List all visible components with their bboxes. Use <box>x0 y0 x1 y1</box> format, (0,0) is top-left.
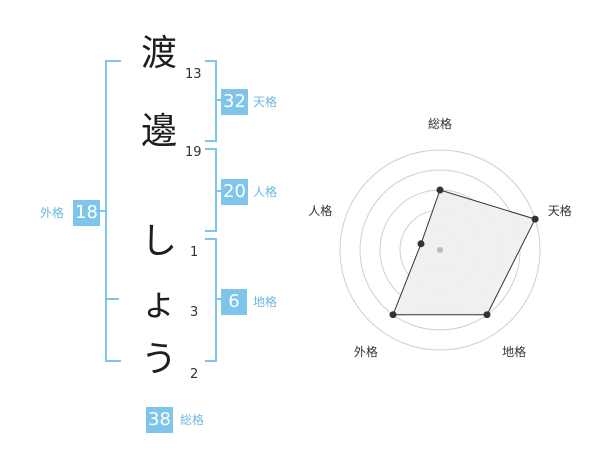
char-4: ょ <box>140 283 177 324</box>
char-5: う <box>140 339 177 380</box>
char-3: し <box>140 221 177 262</box>
gaikaku-label: 外格 <box>40 206 65 220</box>
char-1: 渡 <box>140 33 177 74</box>
tenkaku-bracket-tick <box>215 99 221 101</box>
radar-point-3 <box>483 311 491 319</box>
radar-axis-label: 天格 <box>548 203 572 218</box>
radar-axis-label: 人格 <box>308 203 332 218</box>
gaikaku-bracket-tick <box>93 210 107 212</box>
radar-point-2 <box>531 215 539 223</box>
stroke-count-5: 2 <box>190 367 199 382</box>
stroke-count-3: 1 <box>190 245 199 260</box>
bracket-inner-tick <box>105 298 119 300</box>
radar-axis-label: 地格 <box>502 344 526 359</box>
tenkaku-label: 天格 <box>253 95 278 109</box>
tenkaku-bracket <box>205 60 217 142</box>
chikaku-bracket-tick <box>215 298 221 300</box>
radar-point-1 <box>436 186 444 194</box>
radar-point-4 <box>389 311 397 319</box>
chikaku-value: 6 <box>221 289 247 315</box>
stroke-count-4: 3 <box>190 305 199 320</box>
jinkaku-value: 20 <box>221 179 248 205</box>
radar-axis-label: 総格 <box>428 116 452 131</box>
chikaku-bracket <box>205 238 217 362</box>
stroke-count-1: 13 <box>185 67 202 82</box>
radar-center-dot <box>437 247 443 253</box>
soukaku-label: 総格 <box>180 413 205 427</box>
chikaku-label: 地格 <box>253 295 278 309</box>
radar-grid-ring <box>339 149 541 351</box>
soukaku-value: 38 <box>146 407 173 433</box>
jinkaku-label: 人格 <box>253 185 278 199</box>
char-2: 邊 <box>140 111 177 152</box>
radar-axis-label: 外格 <box>354 344 378 359</box>
gaikaku-value: 18 <box>73 200 100 226</box>
tenkaku-value: 32 <box>221 89 248 115</box>
radar-point-5 <box>417 240 425 248</box>
jinkaku-bracket-tick <box>215 190 221 192</box>
stroke-count-2: 19 <box>185 145 202 160</box>
radar-data-polygon <box>392 189 536 316</box>
